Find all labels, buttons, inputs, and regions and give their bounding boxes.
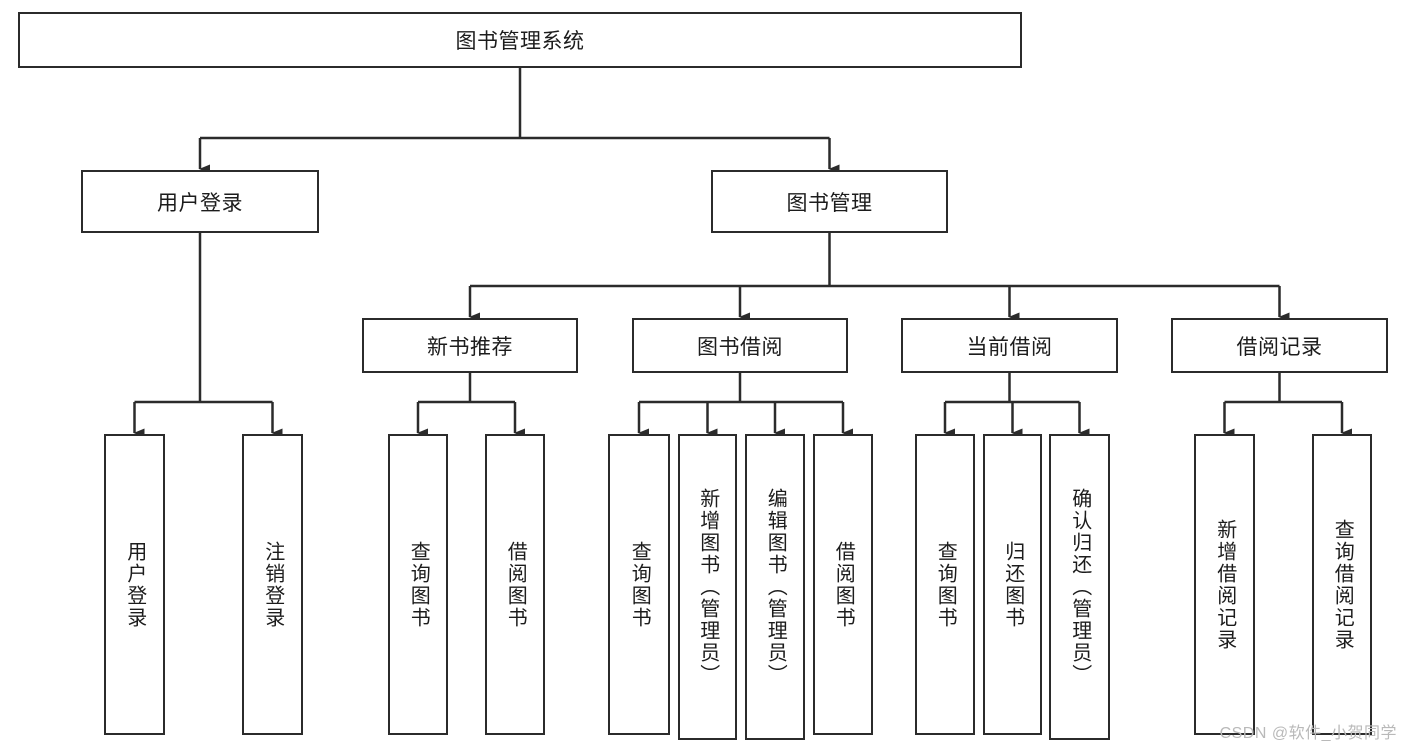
node-leaf-logout[interactable]: 注销登录 [242, 434, 303, 735]
node-leaf-add-book[interactable]: 新增图书（管理员） [678, 434, 737, 740]
node-label: 用户登录 [123, 540, 146, 629]
node-label: 借阅图书 [504, 540, 527, 629]
node-borrow-record[interactable]: 借阅记录 [1171, 318, 1388, 373]
node-label: 图书管理系统 [455, 30, 585, 53]
node-leaf-add-record[interactable]: 新增借阅记录 [1194, 434, 1255, 735]
node-root[interactable]: 图书管理系统 [18, 12, 1022, 68]
node-leaf-borrow-book-2[interactable]: 借阅图书 [813, 434, 873, 735]
edge-group [133, 68, 1352, 438]
node-label: 查询图书 [628, 540, 651, 629]
node-label: 借阅图书 [832, 540, 855, 629]
node-label: 用户登录 [157, 191, 243, 215]
node-label: 编辑图书（管理员） [764, 488, 787, 686]
node-label: 新增图书（管理员） [696, 488, 719, 686]
node-label: 图书管理 [786, 191, 873, 215]
node-leaf-edit-book[interactable]: 编辑图书（管理员） [745, 434, 805, 740]
node-leaf-return-book[interactable]: 归还图书 [983, 434, 1042, 735]
node-book-manage[interactable]: 图书管理 [711, 170, 948, 233]
node-label: 图书借阅 [697, 335, 783, 359]
node-label: 确认归还（管理员） [1068, 488, 1091, 686]
node-label: 查询图书 [934, 540, 957, 629]
node-current-borrow[interactable]: 当前借阅 [901, 318, 1118, 373]
node-label: 借阅记录 [1236, 335, 1323, 359]
node-leaf-query-book-1[interactable]: 查询图书 [388, 434, 448, 735]
node-leaf-confirm-return[interactable]: 确认归还（管理员） [1049, 434, 1110, 740]
node-leaf-query-book-3[interactable]: 查询图书 [915, 434, 975, 735]
node-label: 查询借阅记录 [1331, 518, 1354, 651]
node-user-login[interactable]: 用户登录 [81, 170, 319, 233]
node-book-borrow[interactable]: 图书借阅 [632, 318, 848, 373]
node-leaf-user-login[interactable]: 用户登录 [104, 434, 165, 735]
node-leaf-borrow-book-1[interactable]: 借阅图书 [485, 434, 545, 735]
node-leaf-query-record[interactable]: 查询借阅记录 [1312, 434, 1372, 735]
node-label: 归还图书 [1001, 540, 1024, 629]
node-label: 注销登录 [261, 540, 284, 629]
node-label: 当前借阅 [966, 335, 1053, 359]
node-label: 查询图书 [407, 540, 430, 629]
node-label: 新增借阅记录 [1213, 518, 1236, 651]
node-new-book-rec[interactable]: 新书推荐 [362, 318, 578, 373]
node-label: 新书推荐 [427, 335, 513, 359]
node-leaf-query-book-2[interactable]: 查询图书 [608, 434, 670, 735]
